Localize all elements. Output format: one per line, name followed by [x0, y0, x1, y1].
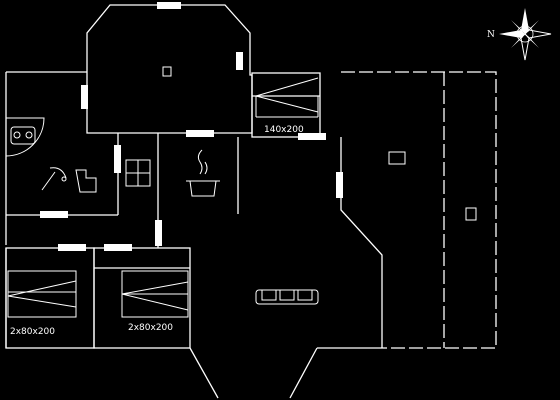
table-icon	[162, 66, 172, 77]
window	[155, 220, 162, 246]
window	[236, 52, 243, 70]
stove-icon	[125, 159, 151, 187]
cooking-pot-icon	[186, 149, 220, 197]
living-room	[189, 137, 383, 399]
bed-size-label: 2x80x200	[128, 323, 173, 333]
window	[186, 130, 214, 137]
door-icon	[388, 151, 406, 165]
window	[157, 2, 181, 9]
bedroom-small: 140x200	[251, 72, 326, 140]
window	[104, 244, 132, 251]
bed-icon	[121, 270, 189, 318]
shower-screen	[5, 117, 45, 157]
shower-icon	[41, 167, 67, 191]
window	[114, 145, 121, 173]
tower-room	[81, 2, 253, 137]
north-label: N	[487, 30, 495, 40]
window	[58, 244, 86, 251]
compass-rose-icon: N	[487, 8, 552, 61]
window	[298, 133, 326, 140]
bathroom	[5, 71, 119, 245]
window	[336, 172, 343, 198]
door-icon	[465, 207, 477, 221]
window	[81, 85, 88, 109]
toilet-icon	[75, 169, 97, 193]
kitchen	[114, 133, 239, 248]
bed-size-label: 2x80x200	[10, 327, 55, 337]
bed-size-label: 140x200	[264, 125, 304, 135]
bed-icon	[7, 270, 77, 318]
washing-machine-icon	[10, 126, 36, 145]
bedroom-left: 2x80x200	[5, 247, 95, 349]
window	[40, 211, 68, 218]
terrace	[341, 71, 497, 349]
sofa-icon	[255, 289, 319, 305]
bed-icon	[255, 77, 319, 118]
bedroom-middle: 2x80x200	[58, 220, 191, 349]
